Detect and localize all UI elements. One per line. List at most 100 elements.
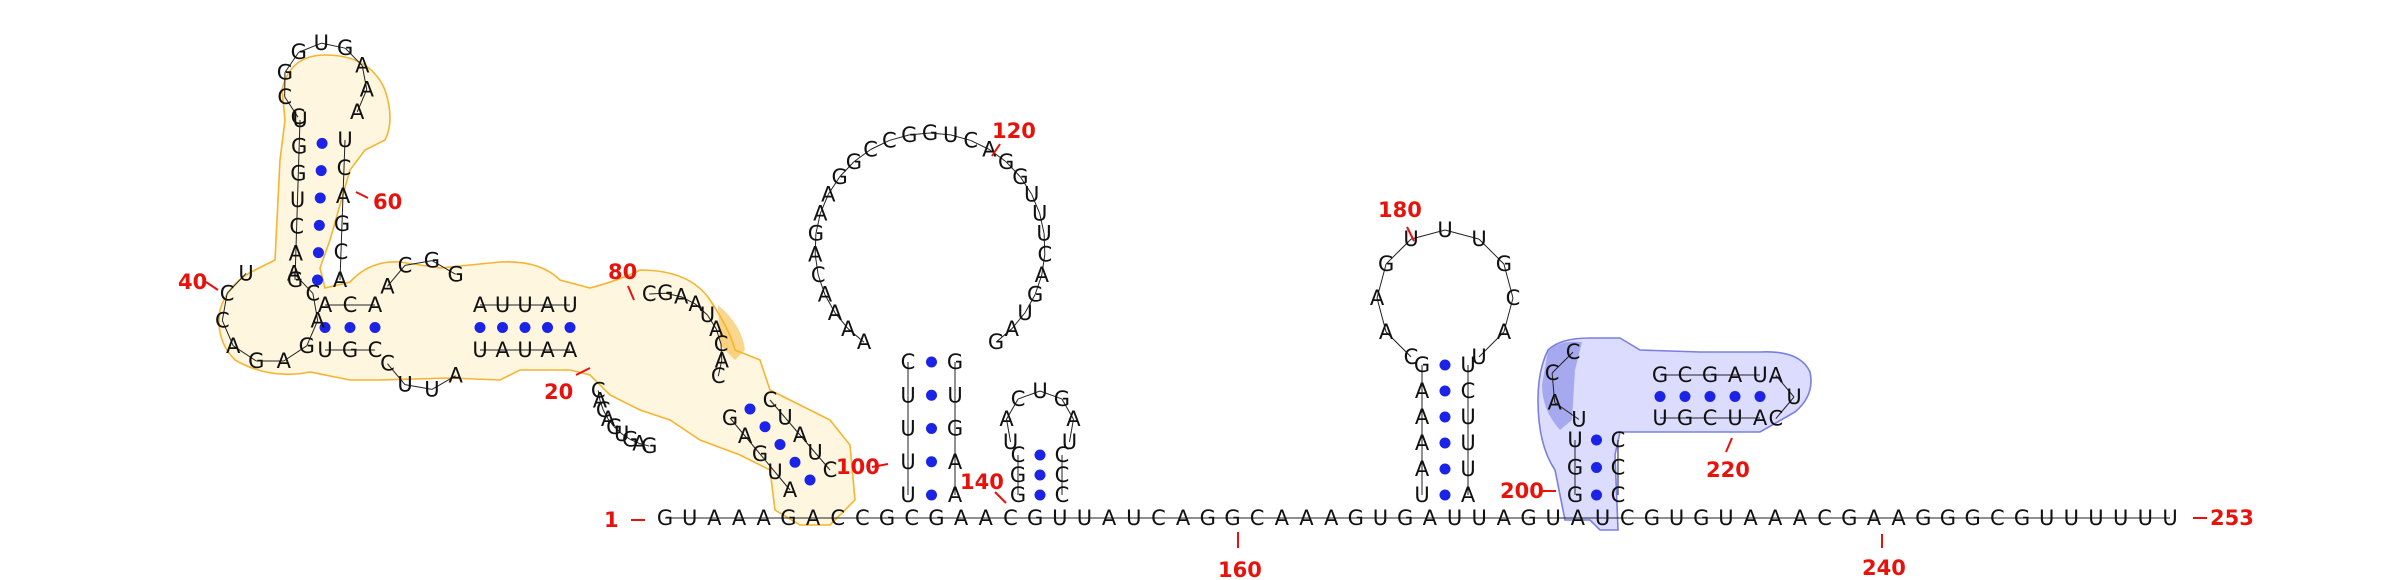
backbone-segment — [950, 134, 971, 141]
loop-120-nucleotide: U — [943, 123, 958, 147]
backbone-segment — [232, 345, 257, 362]
label-220: 220 — [1706, 458, 1750, 482]
hairpin-200-nucleotide: C — [1566, 340, 1581, 364]
label-240: 240 — [1862, 556, 1906, 580]
hairpin-200-nucleotide: C — [1611, 456, 1626, 480]
right-arm-nucleotide: G — [752, 442, 768, 466]
loop-20-nucleotide: C — [591, 378, 606, 402]
base-pair-dot — [519, 322, 531, 333]
backbone-segment — [298, 42, 322, 53]
base-pair-dot — [1439, 385, 1451, 397]
top-loop-nucleotide: A — [355, 54, 370, 78]
backbone-segment — [834, 312, 849, 330]
loop-120-nucleotide: G — [846, 150, 862, 174]
stem-100-nucleotide: A — [948, 483, 963, 507]
tail-nucleotide: C — [1003, 506, 1018, 530]
hairpin-180-nucleotide: U — [1460, 405, 1475, 429]
right-arm-nucleotide: A — [783, 478, 798, 502]
hairpin-180-nucleotide: U — [1471, 227, 1486, 251]
loop-40-nucleotide: C — [215, 309, 230, 333]
backbone-segment — [995, 328, 1013, 343]
stem-100-nucleotide: U — [900, 383, 915, 407]
base-pair-dot — [1754, 391, 1766, 402]
backbone-segment — [665, 292, 682, 298]
base-pair-dot — [1439, 411, 1451, 423]
loop-40-nucleotide: A — [226, 334, 241, 358]
base-pair-dot — [1704, 391, 1716, 402]
backbone-segment — [356, 89, 368, 113]
base-pair-dot — [926, 389, 937, 401]
backbone-segment — [720, 344, 723, 361]
right-arm-nucleotide: C — [763, 388, 778, 412]
hairpin-180-nucleotide: U — [1414, 483, 1429, 507]
hairpin-200-nucleotide: A — [1753, 406, 1768, 430]
loop-20-nucleotide: A — [601, 407, 616, 431]
internal-nucleotide: C — [368, 338, 383, 362]
base-pair-dot — [926, 489, 937, 501]
hairpin-180-nucleotide: U — [1460, 457, 1475, 481]
loop-120-nucleotide: C — [863, 137, 878, 161]
tail-nucleotide: A — [1571, 506, 1586, 530]
backbone-segment — [1503, 263, 1514, 299]
loop-40-nucleotide: G — [248, 349, 264, 373]
base-pair-dot — [313, 219, 325, 231]
tail-nucleotide: A — [806, 506, 821, 530]
label-160: 160 — [1218, 558, 1262, 580]
loop-120-nucleotide: G — [808, 222, 824, 246]
top-loop-nucleotide: C — [277, 85, 292, 109]
hairpin-200-nucleotide: G — [1567, 483, 1583, 507]
tail-nucleotide: C — [904, 506, 919, 530]
backbone-segment — [707, 314, 717, 330]
base-pair-dot — [926, 456, 937, 468]
backbone-segment — [814, 452, 831, 471]
hairpin-200-nucleotide: U — [1786, 385, 1801, 409]
upper-stem-nucleotide: U — [337, 128, 352, 152]
loop-120-nucleotide: G — [1027, 283, 1043, 307]
loop-120-nucleotide: C — [963, 128, 978, 152]
tail-nucleotide: U — [1718, 506, 1733, 530]
top-loop-nucleotide: G — [277, 60, 293, 84]
right-arm-nucleotide: A — [738, 424, 753, 448]
loop-40-nucleotide: C — [306, 281, 321, 305]
backbone-segment — [602, 409, 609, 420]
upper-stem-nucleotide: U — [292, 108, 307, 132]
loop-120-nucleotide: A — [813, 201, 828, 225]
backbone-segment — [847, 328, 865, 343]
backbone-segment — [1444, 229, 1480, 240]
backbone-segment — [1031, 194, 1041, 214]
backbone-segment — [431, 375, 456, 390]
backbone-segment — [1005, 161, 1021, 178]
stem-100-nucleotide: A — [948, 450, 963, 474]
tail-nucleotide: U — [1126, 506, 1141, 530]
loop-120-nucleotide: C — [1037, 242, 1052, 266]
top-loop-nucleotide: U — [314, 31, 329, 55]
internal-nucleotide: G — [424, 249, 440, 273]
backbone-segment — [1503, 297, 1514, 333]
hairpin-200-nucleotide: U — [1567, 428, 1582, 452]
tail-nucleotide: C — [1151, 506, 1166, 530]
upper-stem-nucleotide: C — [337, 156, 352, 180]
top-loop-nucleotide: G — [291, 40, 307, 64]
loop-20-nucleotide: A — [593, 388, 608, 412]
backbone-segment — [284, 96, 299, 118]
position-labels: 1 20 40 60 80 100 120 140 160 180 200 22… — [178, 119, 2254, 580]
hairpin-200-nucleotide: U — [1752, 363, 1767, 387]
backbone-segment — [1554, 402, 1580, 420]
base-pair-dot — [1591, 434, 1602, 446]
base-pair-dot — [312, 274, 323, 286]
loop-80-nucleotide: G — [657, 281, 673, 305]
hairpin-180-nucleotide: C — [1404, 345, 1419, 369]
tail-nucleotide: C — [1250, 506, 1265, 530]
hairpin-180-nucleotide: G — [1414, 353, 1430, 377]
loop-120-nucleotide: A — [1005, 317, 1020, 341]
tail-nucleotide: U — [1595, 506, 1610, 530]
backbone-segment — [827, 176, 841, 195]
tail-nucleotide: C — [855, 506, 870, 530]
base-pair-dot — [1439, 359, 1451, 371]
loop-120-nucleotide: A — [841, 317, 856, 341]
label-1: 1 — [604, 508, 619, 532]
backbone-segment — [1024, 294, 1036, 314]
base-pair-dots — [312, 137, 1766, 501]
backbone-segment — [306, 320, 319, 347]
backbone-segment — [295, 226, 298, 254]
